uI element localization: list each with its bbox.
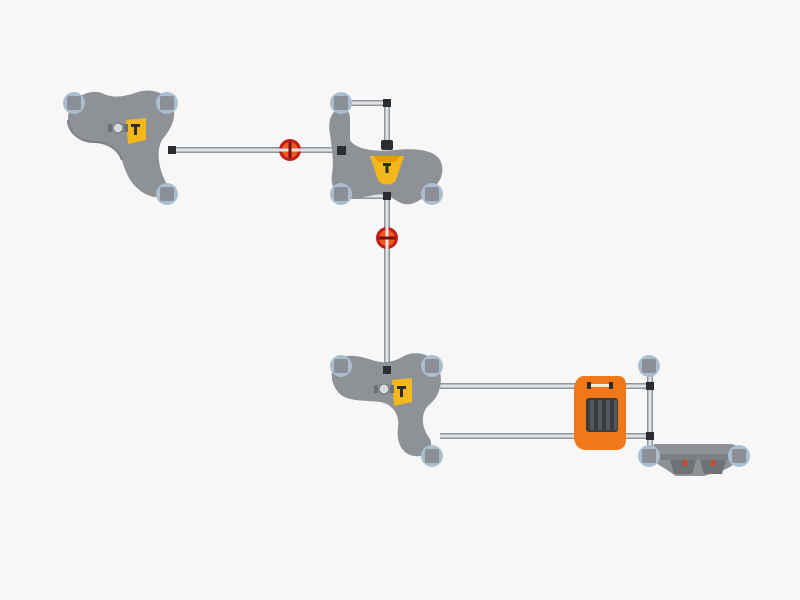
orange-drum-icon <box>574 376 626 450</box>
connector-d-2 <box>646 432 654 440</box>
post-c-1 <box>330 355 352 377</box>
post-b-3 <box>421 183 443 205</box>
post-c-3 <box>421 445 443 467</box>
platform-b <box>329 92 443 205</box>
yellow-funnel-icon <box>370 140 404 185</box>
post-a-1 <box>63 92 85 114</box>
post-d-1 <box>638 355 660 377</box>
platform-c-deck <box>331 353 441 457</box>
post-b-1 <box>330 92 352 114</box>
yellow-panel-icon <box>108 118 146 144</box>
connector-c-1 <box>383 366 391 374</box>
connector-b-1 <box>383 99 391 107</box>
red-ring-icon-2 <box>376 227 398 249</box>
yellow-panel-icon-c <box>374 378 412 406</box>
red-ring-icon <box>279 139 301 161</box>
connector-a <box>168 146 176 154</box>
post-d-2 <box>638 445 660 467</box>
platform-a <box>63 90 178 205</box>
bench-icon <box>660 454 730 474</box>
connector-b-3 <box>383 192 391 200</box>
post-d-3 <box>728 445 750 467</box>
post-a-3 <box>156 183 178 205</box>
platform-c <box>330 353 443 467</box>
post-c-2 <box>421 355 443 377</box>
post-a-2 <box>156 92 178 114</box>
bench-platform <box>638 355 750 476</box>
post-b-2 <box>330 183 352 205</box>
connector-d-1 <box>646 382 654 390</box>
connector-b-2 <box>337 146 346 155</box>
platform-a-shadow <box>67 119 123 161</box>
platform-a-deck <box>68 90 175 198</box>
